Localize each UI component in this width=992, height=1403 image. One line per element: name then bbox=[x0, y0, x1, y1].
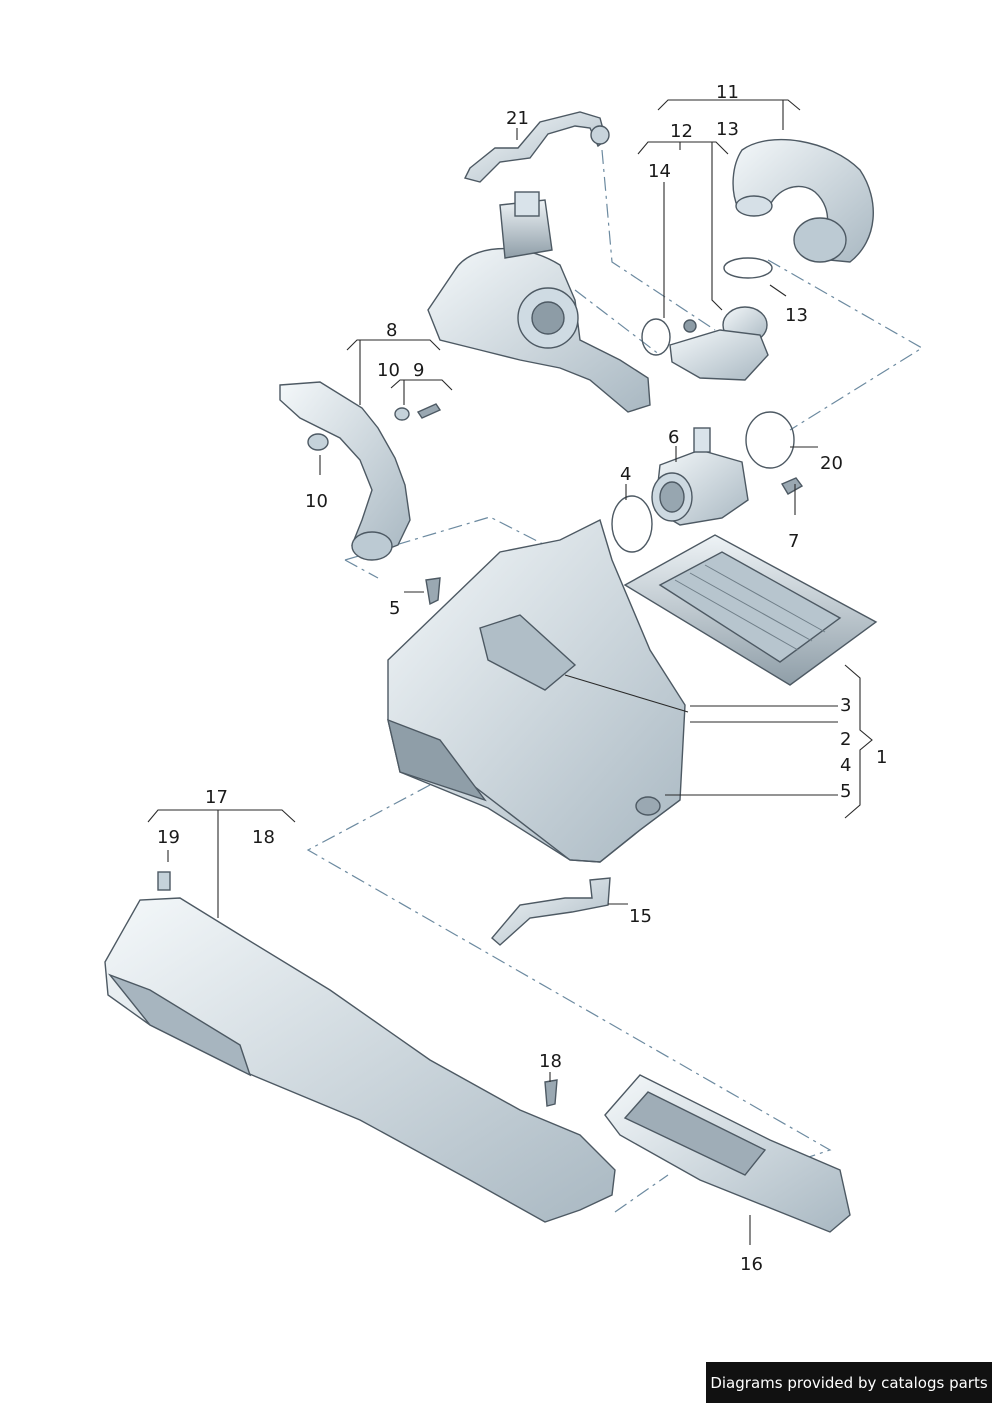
callout-21: 21 bbox=[506, 108, 529, 129]
callout-16: 16 bbox=[740, 1254, 763, 1275]
bolt-part-9[interactable] bbox=[416, 403, 442, 419]
air-filter-housing-part[interactable] bbox=[387, 519, 686, 863]
callout-17: 17 bbox=[205, 787, 228, 808]
diagram-credit-banner: Diagrams provided by catalogs parts bbox=[706, 1362, 992, 1403]
drain-hose-part[interactable] bbox=[491, 877, 611, 946]
assembly-lines bbox=[306, 149, 924, 1213]
callout-1: 1 bbox=[876, 747, 887, 768]
callout-8: 8 bbox=[386, 320, 397, 341]
hose-clamp-part[interactable] bbox=[722, 257, 773, 344]
callout-14: 14 bbox=[648, 161, 671, 182]
callout-4-top: 4 bbox=[620, 464, 631, 485]
intake-duct-part[interactable] bbox=[279, 381, 411, 561]
callout-5-top: 5 bbox=[389, 598, 400, 619]
callout-18: 18 bbox=[539, 1051, 562, 1072]
callout-4: 4 bbox=[840, 755, 851, 776]
callout-11: 11 bbox=[716, 82, 739, 103]
callout-19: 19 bbox=[157, 827, 180, 848]
duct-section-part[interactable] bbox=[604, 1074, 851, 1233]
screw-part-18[interactable] bbox=[544, 1079, 558, 1107]
clamp-ring-part[interactable] bbox=[745, 411, 795, 469]
callout-15: 15 bbox=[629, 906, 652, 927]
intake-hose-part[interactable] bbox=[732, 138, 874, 263]
screw-part-7[interactable] bbox=[780, 477, 804, 495]
leader-lines bbox=[147, 99, 873, 1245]
callout-10: 10 bbox=[305, 491, 328, 512]
breather-hose-part[interactable] bbox=[463, 111, 610, 183]
callout-12: 12 bbox=[670, 121, 693, 142]
grommet-part[interactable] bbox=[307, 407, 410, 451]
callout-18-top: 18 bbox=[252, 827, 275, 848]
o-ring-part-14[interactable] bbox=[641, 318, 671, 356]
callout-20: 20 bbox=[820, 453, 843, 474]
callout-3: 3 bbox=[840, 695, 851, 716]
callout-labels: 11 21 12 13 14 13 8 10 9 6 20 4 10 7 5 3… bbox=[157, 82, 887, 1275]
callout-13-top: 13 bbox=[716, 119, 739, 140]
charge-pipe-part[interactable] bbox=[669, 319, 769, 381]
screw-part-5[interactable] bbox=[425, 577, 441, 606]
callout-13: 13 bbox=[785, 305, 808, 326]
o-ring-part-4[interactable] bbox=[611, 495, 653, 553]
callout-7: 7 bbox=[788, 531, 799, 552]
callout-5: 5 bbox=[840, 781, 851, 802]
air-intake-duct-part[interactable] bbox=[104, 871, 616, 1223]
air-mass-meter-part[interactable] bbox=[651, 427, 749, 526]
callout-10-top: 10 bbox=[377, 360, 400, 381]
filter-element-part[interactable] bbox=[623, 534, 878, 686]
callout-9: 9 bbox=[413, 360, 424, 381]
callout-2: 2 bbox=[840, 729, 851, 750]
turbocharger-part[interactable] bbox=[427, 191, 651, 413]
callout-6: 6 bbox=[668, 427, 679, 448]
